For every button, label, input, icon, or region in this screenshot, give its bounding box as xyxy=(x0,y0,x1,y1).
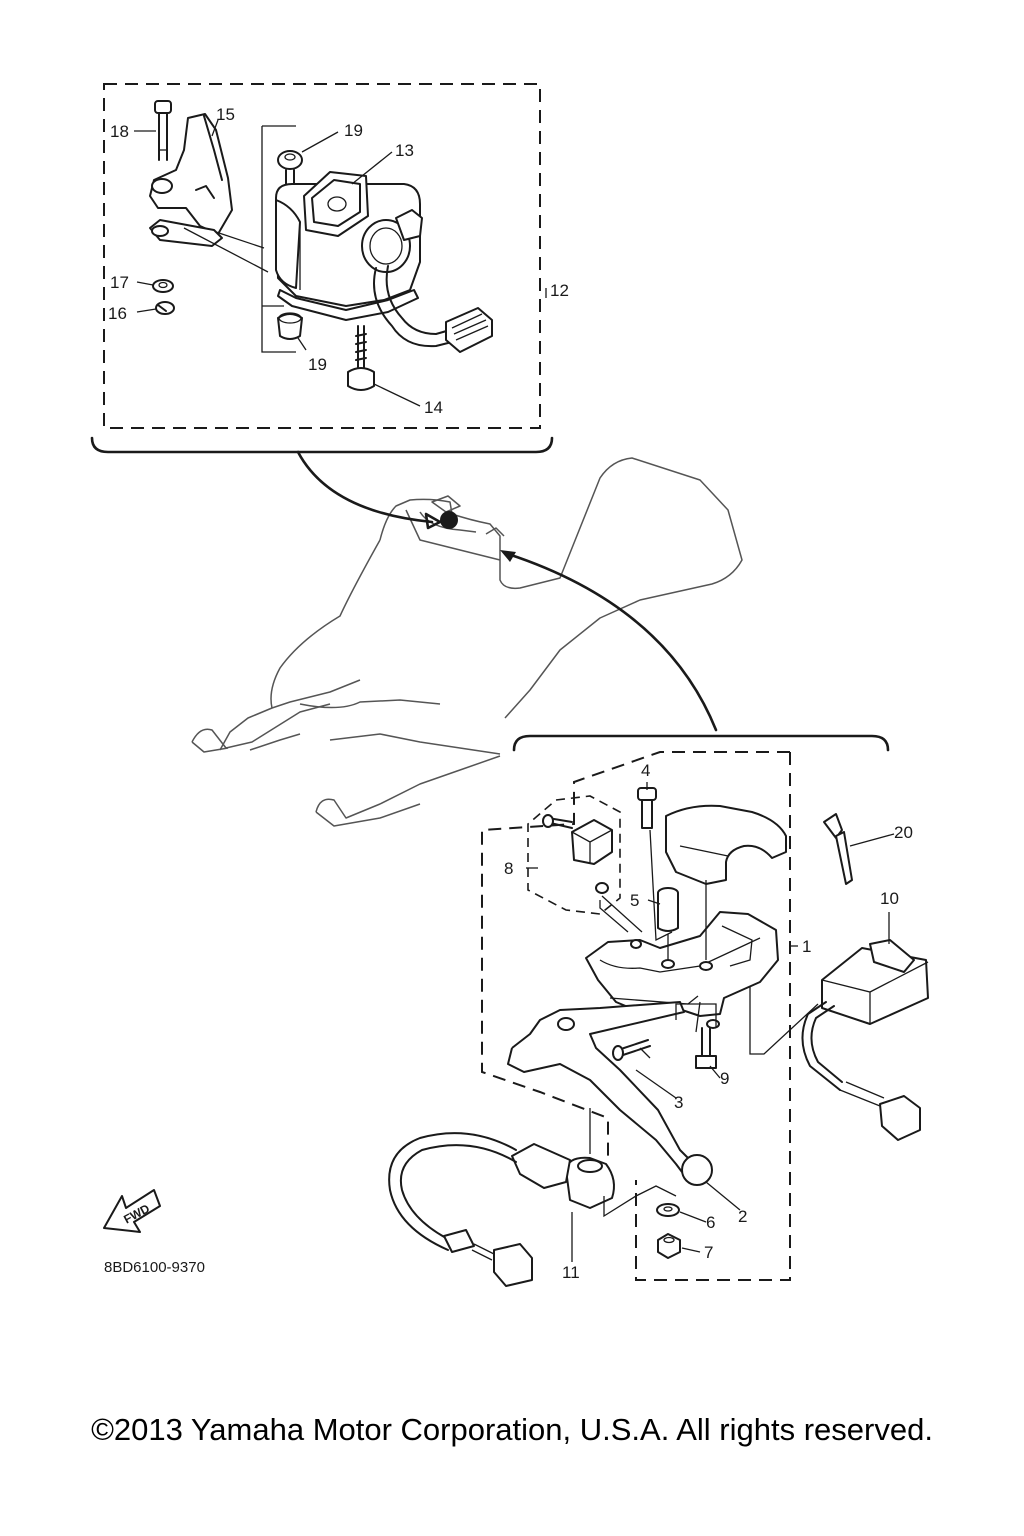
inset-callouts xyxy=(134,119,547,407)
washer-17 xyxy=(152,279,174,293)
callout-1: 1 xyxy=(802,937,811,956)
callout-14: 14 xyxy=(424,398,443,417)
snowmobile-outline xyxy=(191,457,743,827)
nut-7 xyxy=(657,1233,681,1259)
callout-4: 4 xyxy=(641,761,650,780)
callout-16: 16 xyxy=(108,304,127,323)
bolt-4 xyxy=(637,782,657,829)
collar-5 xyxy=(657,887,679,932)
callout-6: 6 xyxy=(706,1213,715,1232)
lower-throttle-lever-assembly: FWD xyxy=(103,734,929,1287)
lower-dashed-frame xyxy=(481,751,791,1281)
grommet-19-top xyxy=(277,150,303,191)
callout-numbers: 18 15 19 13 17 16 12 19 14 4 20 8 5 10 1… xyxy=(104,105,913,1282)
inset-bracket xyxy=(90,436,554,454)
callout-10: 10 xyxy=(880,889,899,908)
drawing-code: 8BD6100-9370 xyxy=(104,1259,205,1276)
connection-arrows xyxy=(296,450,718,732)
bolt-9 xyxy=(695,1027,717,1069)
callout-3: 3 xyxy=(674,1093,683,1112)
throttle-case-13 xyxy=(275,171,423,321)
callout-18: 18 xyxy=(110,122,129,141)
bolt-18 xyxy=(154,100,172,161)
lower-bracket xyxy=(512,734,890,752)
grommet-19-bottom xyxy=(277,312,303,340)
callout-9: 9 xyxy=(720,1069,729,1088)
throttle-lever-2 xyxy=(507,1001,713,1186)
subassembly-8-frame xyxy=(527,795,621,915)
case-cable-connector xyxy=(373,265,493,353)
callout-20: 20 xyxy=(894,823,913,842)
inset-throttle-case-assembly xyxy=(90,83,554,454)
callout-11: 11 xyxy=(562,1263,580,1282)
callout-12: 12 xyxy=(550,281,569,300)
copyright-notice: ©2013 Yamaha Motor Corporation, U.S.A. A… xyxy=(91,1412,933,1447)
control-module-10 xyxy=(801,939,929,1141)
cable-tie-20 xyxy=(823,813,853,885)
callout-15: 15 xyxy=(216,105,235,124)
callout-7: 7 xyxy=(704,1243,713,1262)
callout-19-top: 19 xyxy=(344,121,363,140)
screw-14 xyxy=(347,325,375,391)
callout-13: 13 xyxy=(395,141,414,160)
fwd-arrow-icon: FWD xyxy=(103,1189,161,1233)
callout-8: 8 xyxy=(504,859,513,878)
throttle-bracket-1 xyxy=(585,911,779,1029)
sensor-11 xyxy=(388,1132,615,1287)
pivot-point-icon xyxy=(440,511,458,529)
callout-5: 5 xyxy=(630,891,639,910)
bracket-15 xyxy=(149,113,233,247)
washer-6 xyxy=(656,1203,680,1217)
callout-2: 2 xyxy=(738,1207,747,1226)
screw-3 xyxy=(612,1039,651,1061)
lock-washer-16 xyxy=(155,301,175,315)
lever-cover xyxy=(665,804,787,885)
switch-block-8 xyxy=(542,814,613,894)
callout-17: 17 xyxy=(110,273,129,292)
callout-19-bottom: 19 xyxy=(308,355,327,374)
inset-dashed-frame xyxy=(103,83,541,429)
